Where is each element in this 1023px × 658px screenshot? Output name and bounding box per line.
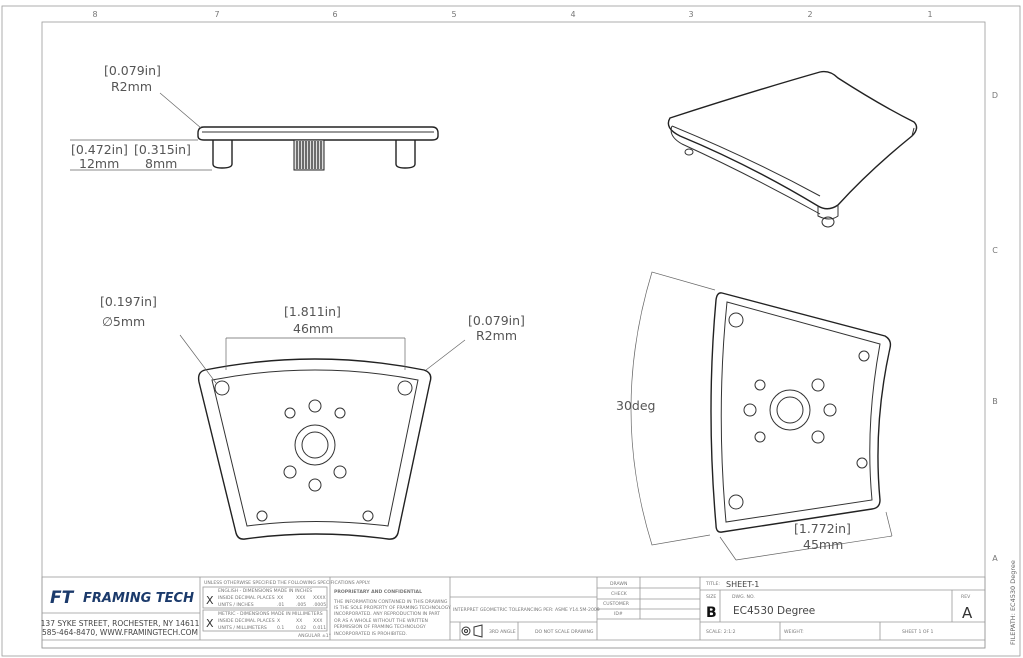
zone-row: C [992, 246, 998, 255]
zone-row-labels: D C B A [992, 91, 998, 563]
zone-col: 1 [927, 10, 932, 19]
zone-col: 6 [332, 10, 337, 19]
cell: UNITS / MILLIMETERS [218, 625, 267, 631]
side-view: [0.079in] R2mm [0.472in] 12mm [0.315in] … [70, 63, 439, 171]
sheet-size: B [706, 605, 717, 621]
weight-label: WEIGHT: [784, 629, 804, 635]
height-mm: 12mm [79, 156, 119, 171]
peg [395, 140, 416, 169]
cell: 0.011 [313, 625, 326, 631]
title-block: FT FRAMING TECH 137 SYKE STREET, ROCHEST… [41, 576, 986, 649]
proprietary-line: INCORPORATED IS PROHIBITED. [334, 631, 407, 637]
cell: X [277, 618, 280, 624]
tolerance-header: UNLESS OTHERWISE SPECIFIED THE FOLLOWING… [204, 580, 371, 586]
proprietary-line: OR AS A WHOLE WITHOUT THE WRITTEN [334, 618, 428, 624]
peg [212, 140, 233, 169]
cell: XXX [296, 595, 305, 601]
cell: .0005 [313, 602, 326, 608]
zone-col: 8 [92, 10, 97, 19]
width-mm: 45mm [803, 537, 843, 552]
height-in: [0.472in] [71, 142, 128, 157]
zone-row: B [992, 397, 998, 406]
metric-mark: X [206, 617, 214, 630]
sheet-number: SHEET 1 OF 1 [902, 629, 934, 635]
outer-border [1, 5, 1021, 657]
fillet-in: [0.079in] [104, 63, 161, 78]
english-header: ENGLISH - DIMENSIONS MADE IN INCHES [218, 588, 312, 594]
no-scale-label: DO NOT SCALE DRAWING [535, 629, 594, 635]
svg-text:FT: FT [50, 588, 75, 608]
peg-mm: 8mm [145, 156, 177, 171]
proprietary-line: INCORPORATED. ANY REPRODUCTION IN PART [334, 611, 440, 617]
mounting-holes [214, 380, 413, 522]
third-angle-projection-icon [461, 624, 483, 638]
zone-col: 3 [688, 10, 693, 19]
fillet-mm: R2mm [476, 328, 517, 343]
span-in: [1.811in] [284, 304, 341, 319]
cell: XX [296, 618, 302, 624]
projection-label: 3RD ANGLE [489, 629, 516, 635]
isometric-view [667, 70, 918, 228]
fillet-in: [0.079in] [468, 313, 525, 328]
dwg-no-label: DWG. NO. [732, 594, 755, 600]
filepath-label: FILEPATH: EC4530 Degree [1009, 560, 1017, 645]
rev-label: REV [961, 594, 971, 600]
cell: 0.1 [277, 625, 284, 631]
proprietary-notice: PROPRIETARY AND CONFIDENTIAL THE INFORMA… [333, 589, 451, 637]
top-view: [0.197in] ∅5mm [1.811in] 46mm [0.079in] … [100, 294, 525, 540]
cell: UNITS / INCHES [218, 602, 254, 608]
cell: INSIDE DECIMAL PLACES [218, 618, 275, 624]
check-label: CHECK [611, 591, 628, 597]
knurled-post [293, 139, 325, 171]
hole-in: [0.197in] [100, 294, 157, 309]
drawn-label: DRAWN [610, 581, 627, 587]
proprietary-title: PROPRIETARY AND CONFIDENTIAL [334, 589, 422, 595]
metric-header: METRIC - DIMENSIONS MADE IN MILLIMETERS [218, 611, 323, 617]
svg-text:FRAMING TECH: FRAMING TECH [83, 591, 194, 606]
company-logo: FT FRAMING TECH [50, 588, 194, 608]
drawing-number: EC4530 Degree [733, 605, 815, 617]
title-label: TITLE: [705, 581, 720, 587]
tolerance-table: UNLESS OTHERWISE SPECIFIED THE FOLLOWING… [202, 580, 371, 639]
cell: .01 [277, 602, 284, 608]
plate-profile [197, 126, 439, 141]
company-contact: 585-464-8470, WWW.FRAMINGTECH.COM [42, 628, 198, 637]
zone-col: 2 [807, 10, 812, 19]
cell: INSIDE DECIMAL PLACES [218, 595, 275, 601]
zone-col: 7 [214, 10, 219, 19]
proprietary-line: IS THE SOLE PROPERTY OF FRAMING TECHNOLO… [334, 605, 451, 611]
cell: .005 [296, 602, 306, 608]
cell: 0.02 [296, 625, 306, 631]
rotated-view: 30deg [1.772in] 45mm [616, 271, 893, 561]
peg-in: [0.315in] [134, 142, 191, 157]
span-mm: 46mm [293, 321, 333, 336]
angular-tolerance: ANGULAR ±1° [298, 633, 331, 639]
cell: XX [277, 595, 283, 601]
customer-label: CUSTOMER [603, 601, 630, 607]
angle-label: 30deg [616, 398, 655, 413]
interpret-note: INTERPRET GEOMETRIC TOLERANCING PER: ASM… [453, 607, 600, 613]
width-in: [1.772in] [794, 521, 851, 536]
proprietary-line: PERMISSION OF FRAMING TECHNOLOGY [334, 624, 426, 630]
revision: A [962, 604, 973, 622]
cell: XXX [313, 618, 322, 624]
size-label: SIZE [706, 594, 716, 600]
zone-column-labels: 8 7 6 5 4 3 2 1 [92, 10, 932, 19]
zone-row: A [992, 554, 998, 563]
fillet-mm: R2mm [111, 79, 152, 94]
zone-col: 5 [451, 10, 456, 19]
id-label: ID# [614, 611, 623, 617]
proprietary-line: THE INFORMATION CONTAINED IN THIS DRAWIN… [333, 599, 448, 605]
company-address: 137 SYKE STREET, ROCHESTER, NY 14611 [41, 619, 200, 628]
english-mark: X [206, 594, 214, 607]
drawing-title: SHEET-1 [726, 580, 759, 589]
hole-mm: ∅5mm [102, 314, 145, 329]
zone-row: D [992, 91, 998, 100]
zone-col: 4 [570, 10, 575, 19]
cell: XXXX [313, 595, 326, 601]
scale-label: SCALE: 2:1:2 [706, 629, 736, 635]
